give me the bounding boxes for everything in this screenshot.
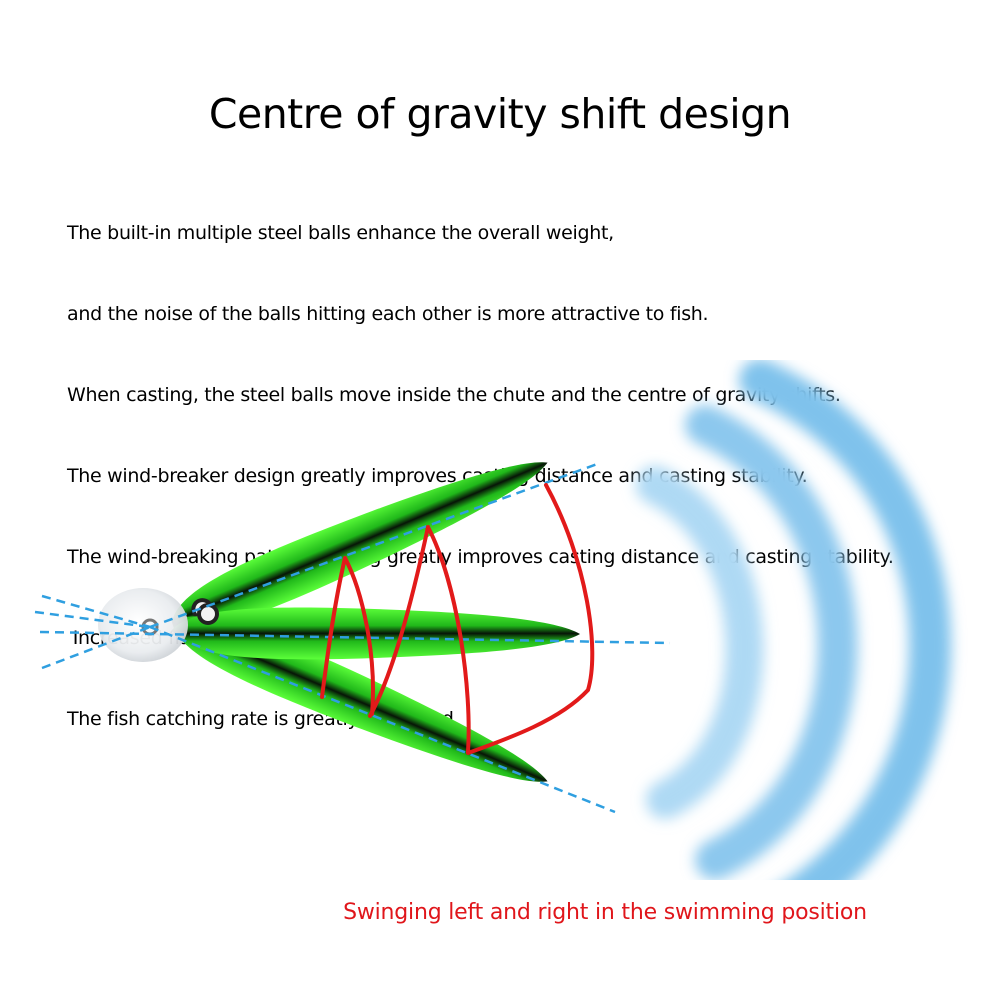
page-title: Centre of gravity shift design — [208, 90, 792, 138]
axis-guide-lines — [34, 461, 671, 814]
sound-wave-icon — [636, 360, 951, 880]
fishing-lure-icon — [98, 462, 580, 782]
lure-swing-illustration — [34, 360, 951, 880]
sound-wave-middle — [685, 405, 858, 880]
sound-wave-outer — [739, 360, 951, 880]
sound-wave-inner — [636, 466, 764, 819]
swing-arcs — [320, 483, 595, 755]
description-line: and the noise of the balls hitting each … — [67, 303, 709, 325]
caption-text: Swinging left and right in the swimming … — [343, 900, 867, 925]
lure-position-center — [172, 603, 580, 660]
description-line: The built-in multiple steel balls enhanc… — [67, 222, 614, 244]
